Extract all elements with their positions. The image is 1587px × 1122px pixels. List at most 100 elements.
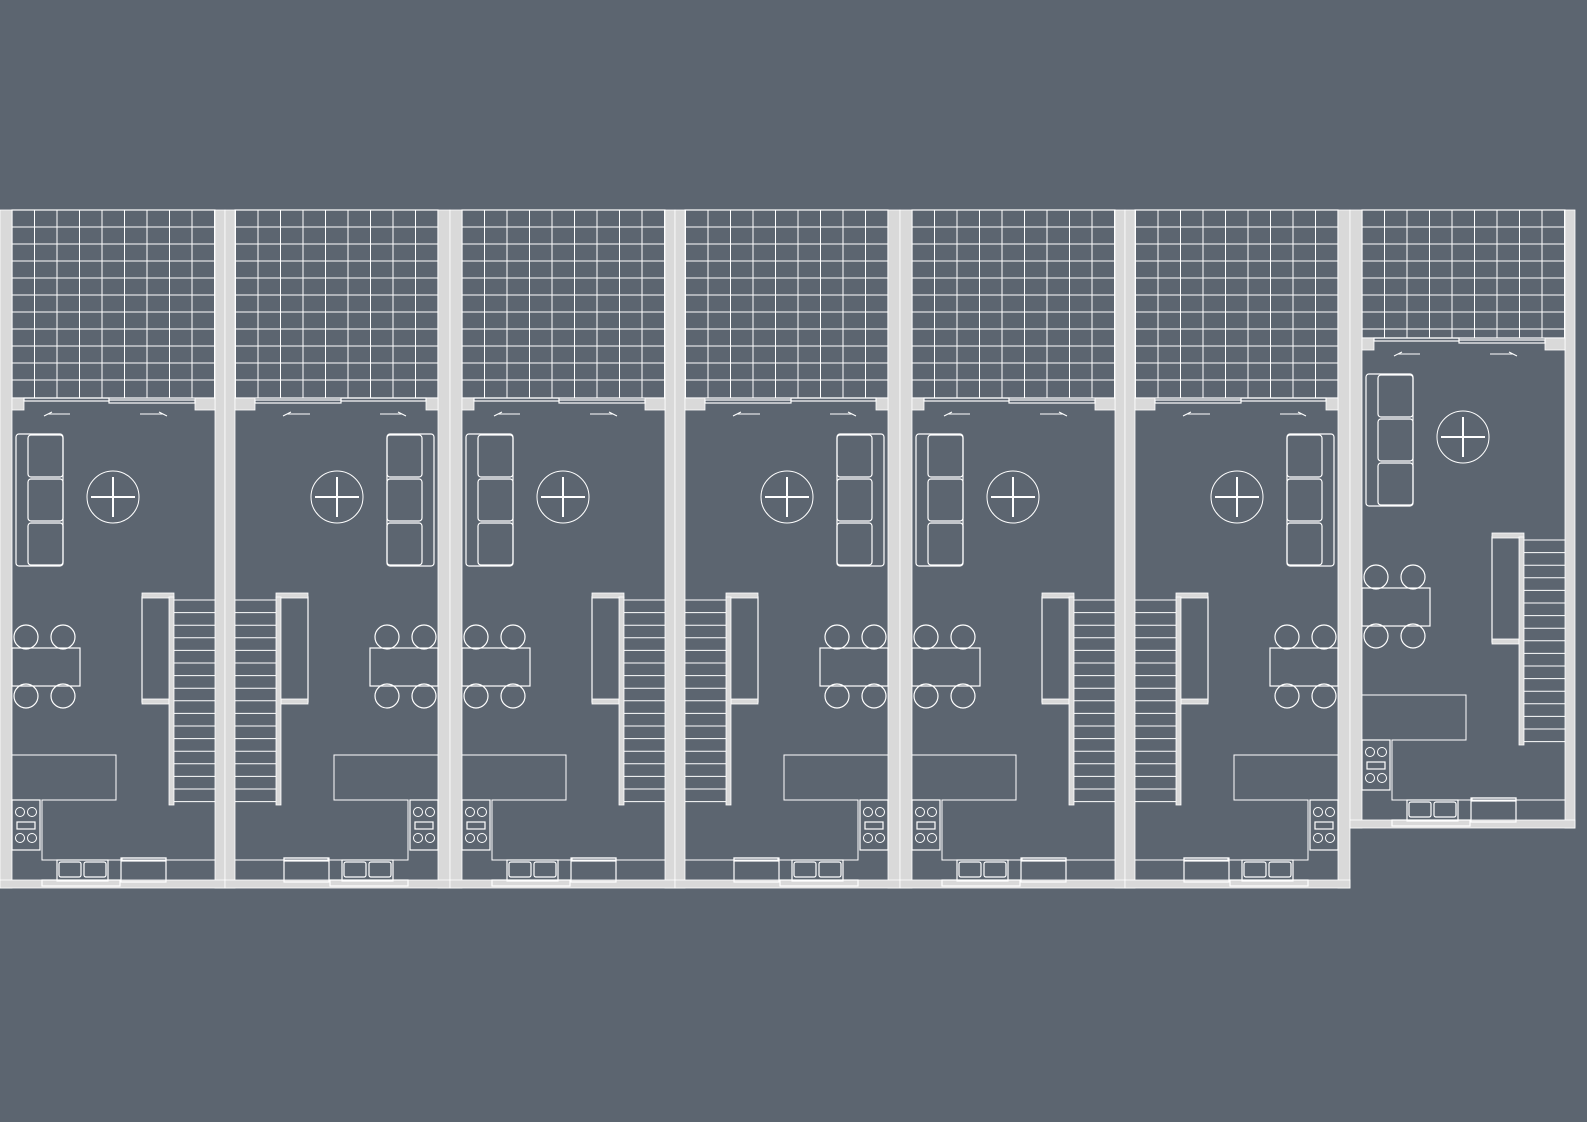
sink-bowl: [508, 861, 532, 878]
door-jamb: [1094, 397, 1116, 411]
sofa-frame: [1286, 433, 1335, 567]
round-table-icon: [1436, 410, 1490, 464]
cooktop: [1309, 799, 1339, 851]
burner: [477, 833, 487, 843]
patio: [684, 209, 889, 399]
door-jamb: [1134, 397, 1156, 411]
chair-icon: [13, 624, 39, 650]
half-wall-cap: [275, 592, 309, 599]
cooktop: [409, 799, 439, 851]
cooktop-icon: [1365, 747, 1387, 783]
round-table-icon: [310, 470, 364, 524]
cooktop: [1361, 739, 1391, 791]
arrow-icon: [493, 411, 520, 417]
sink-bowl: [983, 861, 1007, 878]
sofa-cushion: [836, 478, 873, 522]
kitchen-counter: [685, 754, 888, 861]
chair-icon: [374, 683, 400, 709]
sink: [56, 859, 109, 882]
door-jamb: [1325, 397, 1339, 411]
sofa-cushion: [1286, 478, 1323, 522]
cooktop-icon: [15, 807, 37, 843]
door-jamb: [684, 397, 706, 411]
cooktop-grill: [864, 821, 884, 830]
sink-bowl: [1408, 801, 1432, 818]
door-jamb: [461, 397, 475, 411]
appliance-top: [571, 857, 617, 862]
sink-bowl: [958, 861, 982, 878]
half-wall-cap: [1491, 532, 1525, 539]
stair-rail: [1175, 596, 1182, 806]
cooktop: [859, 799, 889, 851]
front-wall: [224, 879, 451, 889]
sliding-door-icon: [1458, 339, 1546, 344]
sink-bowl: [818, 861, 842, 878]
burner: [1377, 747, 1387, 757]
party-wall: [224, 209, 236, 889]
burner: [477, 807, 487, 817]
arrow-icon: [1280, 411, 1307, 417]
dining-table-icon: [911, 647, 981, 687]
half-wall-cap: [591, 592, 625, 599]
patio: [1361, 209, 1566, 339]
door-jamb: [11, 397, 25, 411]
sliding-door-icon: [340, 397, 427, 402]
chair-icon: [1363, 623, 1389, 649]
stair-rail: [1518, 536, 1525, 746]
stair-rail: [1068, 596, 1075, 806]
front-wall: [674, 879, 901, 889]
window: [491, 879, 571, 887]
arrow-icon: [1040, 411, 1068, 417]
sink-bowl: [343, 861, 367, 878]
dining-table-icon: [11, 647, 81, 687]
chair-icon: [950, 624, 976, 650]
sofa-cushion: [477, 434, 514, 478]
sink-bowl: [533, 861, 557, 878]
cooktop: [11, 799, 41, 851]
party-wall: [664, 209, 676, 889]
burner: [425, 807, 435, 817]
sliding-door-icon: [923, 397, 1010, 402]
chair-icon: [463, 683, 489, 709]
window: [1229, 879, 1309, 887]
sofa-frame: [465, 433, 514, 567]
half-wall: [1041, 596, 1071, 703]
party-wall: [1564, 209, 1576, 829]
house-unit: [674, 209, 901, 889]
burner: [15, 807, 25, 817]
stair-rail: [725, 596, 732, 806]
round-table-icon: [86, 470, 140, 524]
sliding-door-icon: [23, 397, 110, 402]
sliding-door-icon: [704, 399, 792, 404]
kitchen-counter: [912, 754, 1115, 861]
half-wall: [1491, 536, 1521, 643]
house-unit: [449, 209, 676, 889]
round-table-icon: [760, 470, 814, 524]
cooktop-icon: [465, 807, 487, 843]
kitchen-counter: [1135, 754, 1338, 861]
sink: [341, 859, 394, 882]
sink-bowl: [1268, 861, 1292, 878]
patio-grid: [1362, 210, 1565, 338]
patio-grid: [685, 210, 888, 398]
dining-table-icon: [1269, 647, 1339, 687]
chair-icon: [1363, 564, 1389, 590]
half-wall: [279, 596, 309, 703]
sliding-door-icon: [1008, 399, 1096, 404]
sliding-door-icon: [790, 397, 877, 402]
party-wall: [1337, 209, 1351, 889]
sofa-cushion: [836, 434, 873, 478]
cooktop-icon: [413, 807, 435, 843]
burner: [875, 807, 885, 817]
sofa-cushion: [927, 478, 964, 522]
burner: [927, 807, 937, 817]
half-wall-cap: [141, 592, 175, 599]
front-wall: [1124, 879, 1351, 889]
appliance-top: [1471, 797, 1517, 802]
sofa-cushion: [477, 478, 514, 522]
sofa-cushion: [1286, 522, 1323, 566]
patio: [11, 209, 216, 399]
burner: [915, 833, 925, 843]
patio-grid: [1135, 210, 1338, 398]
cooktop-icon: [863, 807, 885, 843]
